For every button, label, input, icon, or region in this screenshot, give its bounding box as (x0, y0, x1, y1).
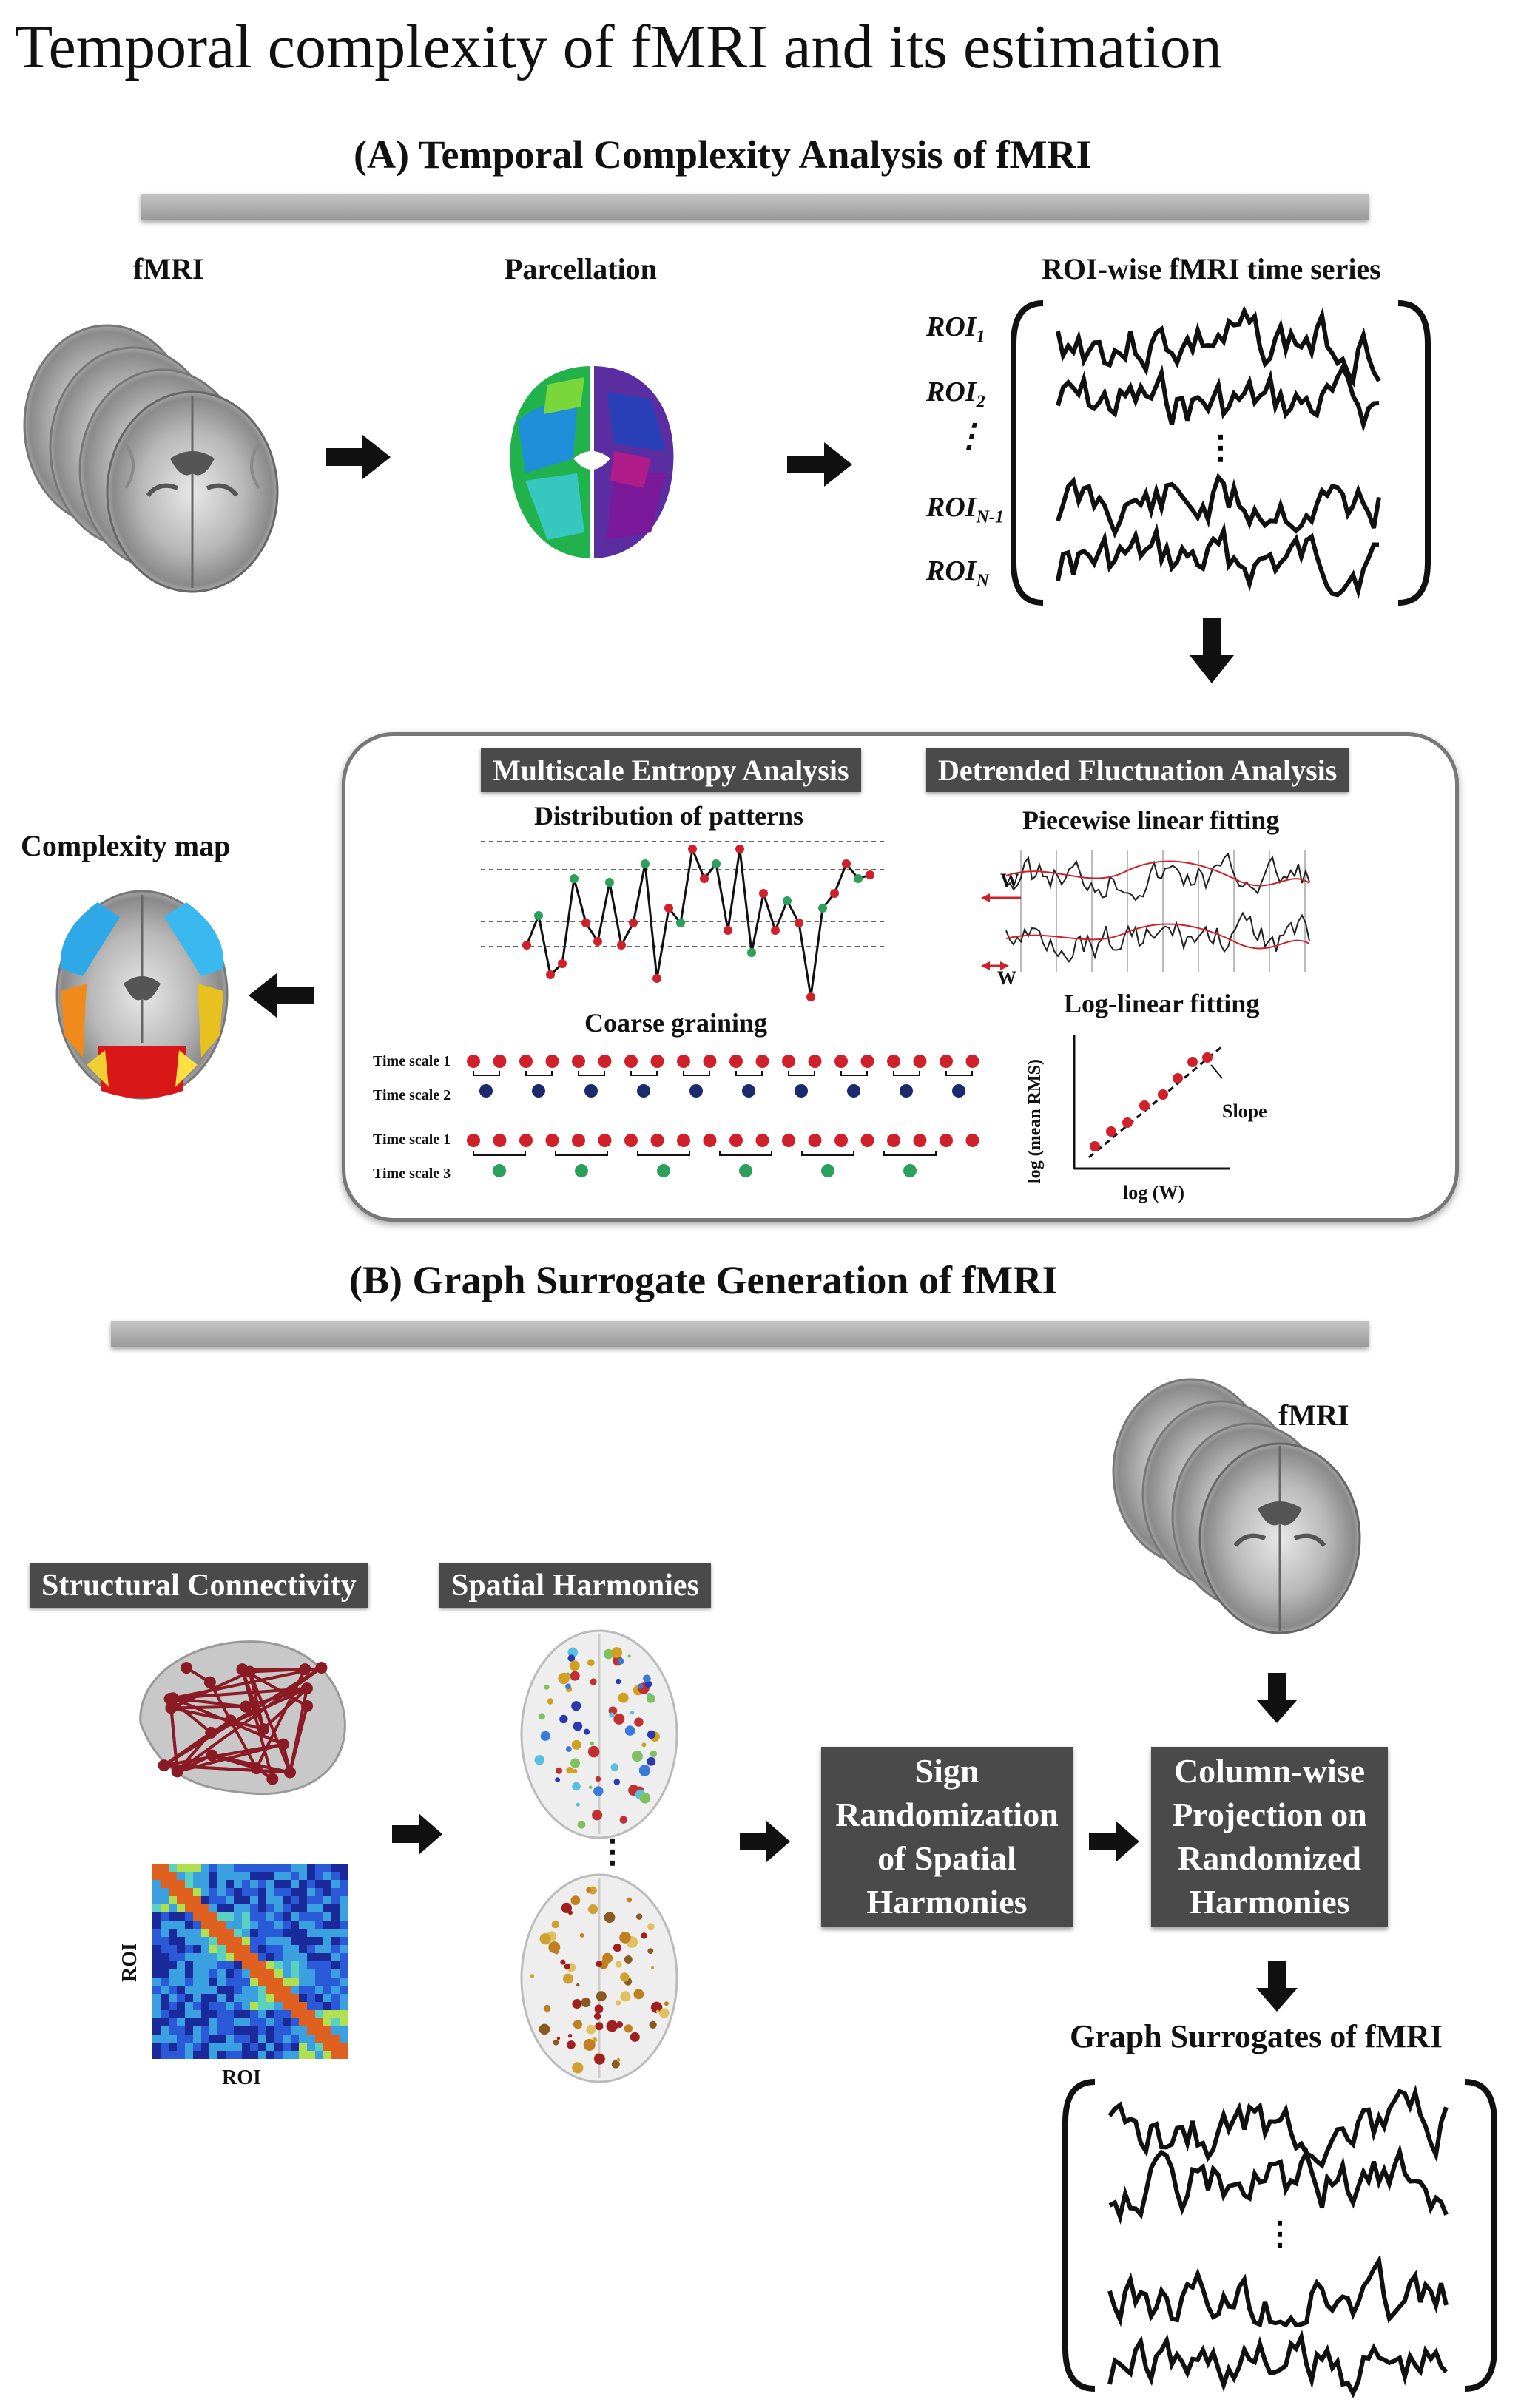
arrow-right-icon (787, 442, 852, 487)
parcellation-label: Parcellation (505, 252, 657, 285)
section-b-divider (111, 1321, 1369, 1347)
fmri-brain-stack-b (1112, 1378, 1361, 1634)
fmri-brain-stack-a (23, 324, 279, 593)
roi-series-2 (1056, 362, 1380, 433)
piecewise-label: Piecewise linear fitting (1022, 805, 1280, 835)
time-scale-2-label: Time scale 2 (373, 1087, 451, 1103)
section-b-title: (B) Graph Surrogate Generation of fMRI (349, 1258, 1058, 1302)
arrow-down-icon (1256, 1961, 1298, 2012)
time-scale-3-label: Time scale 3 (373, 1166, 451, 1182)
column-projection-box: Column-wise Projection on Randomized Har… (1151, 1747, 1388, 1927)
arrow-right-icon (392, 1813, 442, 1855)
roi-ellipsis: ⋮ (953, 418, 985, 454)
roi-series-n-1 (1056, 473, 1381, 539)
spatial-harmonies-tag: Spatial Harmonies (439, 1563, 711, 1608)
harmonics-ellipsis: ⋮ (596, 1833, 629, 1870)
surrogate-series-n-1 (1107, 2254, 1449, 2328)
harmonic-brain-2 (520, 1873, 678, 2083)
dfa-piecewise-plot (981, 850, 1310, 972)
slope-label: Slope (1222, 1100, 1267, 1122)
time-scale-1-label-b: Time scale 1 (373, 1132, 451, 1148)
parcellation-brain (510, 366, 674, 558)
dfa-series-top (1005, 852, 1310, 902)
arrow-left-icon (249, 973, 314, 1018)
roi-n-label: ROIN (926, 555, 989, 591)
coarse-graining-label: Coarse graining (584, 1008, 767, 1038)
arrow-right-icon (740, 1821, 790, 1862)
w-label-bottom: W (997, 967, 1016, 989)
time-scale-1-label-a: Time scale 1 (373, 1053, 451, 1069)
roi-series-label: ROI-wise fMRI time series (1042, 252, 1381, 285)
roi-2-label: ROI2 (926, 376, 985, 412)
harmonic-brain-1 (520, 1629, 678, 1839)
sign-randomization-box: Sign Randomization of Spatial Harmonies (821, 1747, 1073, 1927)
dfa-tag: Detrended Fluctuation Analysis (926, 748, 1349, 792)
arrow-right-icon (326, 435, 391, 479)
roi-time-series-matrix: ⋮ (1011, 300, 1431, 606)
coarse-graining-diagram (467, 1055, 979, 1177)
roi-series-n (1056, 522, 1379, 599)
structural-connectivity-brain (139, 1640, 346, 1796)
dfa-xlabel: log (W) (1123, 1182, 1185, 1203)
brain-slice-4 (1198, 1442, 1361, 1634)
surrogate-series-1 (1107, 2084, 1449, 2170)
matrix-x-label: ROI (222, 2066, 261, 2089)
fmri-label-a: fMRI (133, 252, 204, 285)
graph-surrogates-matrix: ⋮ (1062, 2079, 1497, 2398)
matrix-y-label: ROI (118, 1943, 141, 1982)
dfa-ylabel: log (mean RMS) (1025, 1059, 1045, 1183)
mse-tag: Multiscale Entropy Analysis (481, 748, 861, 792)
surrogate-series-n (1107, 2330, 1449, 2398)
surrogate-series-2 (1108, 2143, 1449, 2225)
roi-n-1-label: ROIN-1 (926, 492, 1004, 527)
arrow-down-icon (1190, 618, 1234, 683)
roi-series-1 (1056, 305, 1381, 388)
roi-1-label: ROI1 (926, 311, 985, 347)
svg-text:⋮: ⋮ (1264, 2216, 1296, 2252)
svg-text:⋮: ⋮ (1204, 430, 1237, 466)
fmri-label-b: fMRI (1278, 1399, 1349, 1432)
distribution-label: Distribution of patterns (534, 801, 804, 831)
w-label-top: W (1000, 870, 1019, 891)
log-linear-plot (1073, 1035, 1230, 1170)
loglinear-label: Log-linear fitting (1064, 989, 1260, 1018)
brain-slice-4 (106, 390, 279, 593)
arrow-right-icon (1089, 1821, 1139, 1862)
dfa-series-bottom (1005, 911, 1310, 963)
complexity-map-label: Complexity map (21, 829, 231, 862)
section-a-divider (141, 194, 1369, 220)
structural-connectivity-matrix (152, 1864, 348, 2059)
page-title: Temporal complexity of fMRI and its esti… (15, 13, 1222, 81)
section-a-title: (A) Temporal Complexity Analysis of fMRI (354, 132, 1092, 177)
arrow-down-icon (1256, 1673, 1298, 1723)
structural-connectivity-tag: Structural Connectivity (30, 1563, 368, 1608)
pattern-distribution-plot (481, 841, 888, 1001)
graph-surrogates-label: Graph Surrogates of fMRI (1070, 2018, 1443, 2054)
complexity-map-brain (55, 890, 229, 1100)
